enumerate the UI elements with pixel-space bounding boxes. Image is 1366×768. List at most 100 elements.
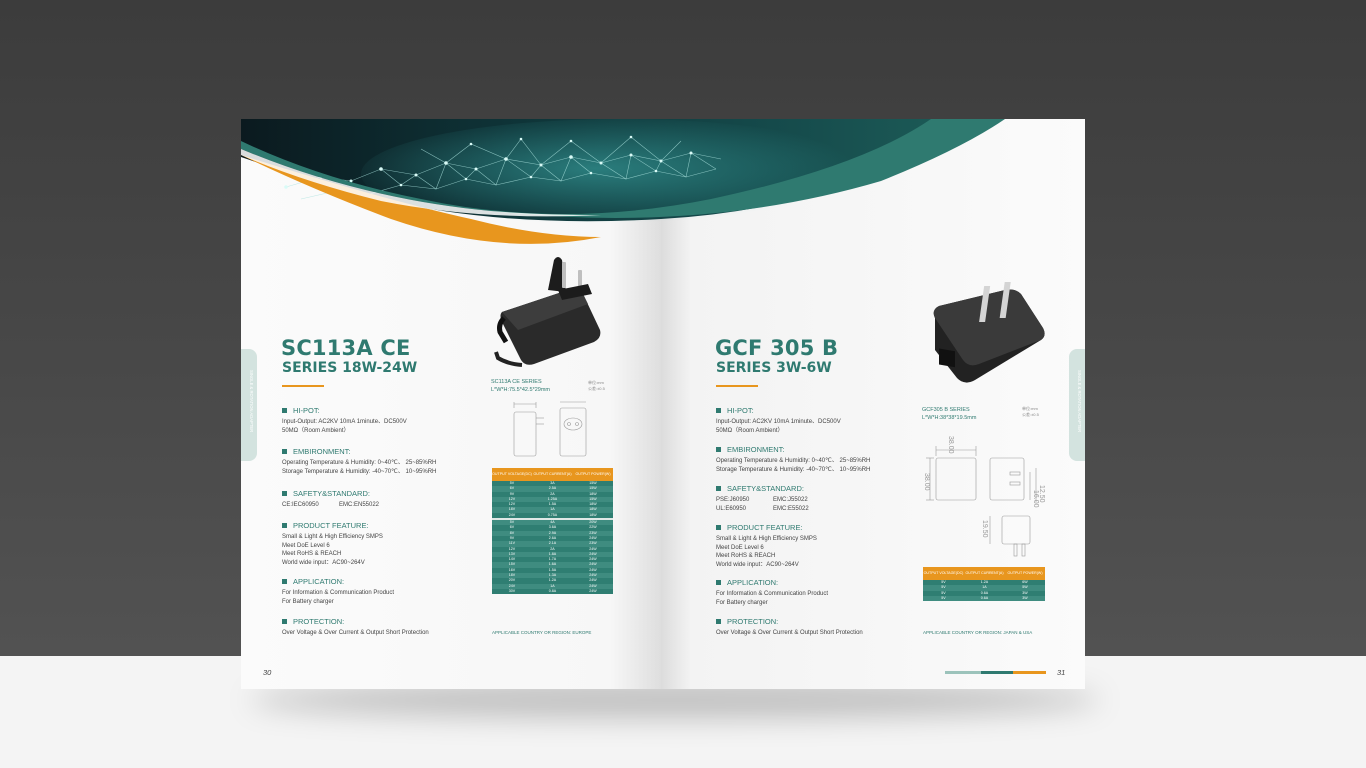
unit-note: 单位:mm: [1022, 406, 1038, 411]
table-cell: 8V: [492, 530, 532, 536]
table-cell: 2.5A: [532, 486, 573, 492]
table-cell: 3.6A: [532, 525, 573, 531]
table-cell: 3W: [1005, 595, 1045, 602]
spec-line: For Information & Communication Product: [716, 591, 829, 597]
section-heading: EMBIRONMENT:: [293, 447, 351, 456]
spec-line: Over Voltage & Over Current & Output Sho…: [716, 630, 863, 636]
us-adapter-drawing: [926, 446, 1037, 557]
standard-item: CE:IEC60950: [282, 502, 319, 508]
table-cell: 30V: [492, 588, 532, 595]
page-number: 30: [263, 668, 272, 677]
side-tab-label: SINGLE & ROTATION ADAPTER: [1077, 370, 1082, 433]
table-cell: 24W: [573, 578, 613, 584]
spec-line: Meet RoHS & REACH: [716, 553, 776, 560]
side-tab-label: SINGLE & ROTATION ADAPTER: [249, 370, 254, 433]
feature-section: PRODUCT FEATURE: Small & Light & High Ef…: [282, 521, 492, 567]
eu-adapter-drawing: [513, 401, 587, 457]
standard-item: PSE:J60950: [716, 497, 750, 503]
table-cell: 18W: [573, 491, 613, 497]
footer-bar: [1013, 671, 1046, 674]
section-heading: PROTECTION:: [293, 617, 345, 626]
dimension-label: 38.00: [923, 473, 930, 491]
table-cell: 1.25A: [532, 496, 573, 503]
table-cell: 24W: [573, 551, 613, 558]
table-cell: 1.2A: [964, 580, 1005, 586]
table-cell: 24W: [573, 583, 613, 589]
orange-swoosh: [241, 155, 601, 244]
table-cell: 12V: [492, 496, 532, 503]
table-header: OUTPUT POWER(W): [1005, 567, 1045, 580]
table-header: OUTPUT CURRENT(A): [532, 468, 573, 481]
dimension-label: 38.00: [947, 436, 954, 454]
table-cell: 9V: [492, 491, 532, 497]
table-cell: 20V: [492, 578, 532, 584]
table-cell: 15W: [573, 486, 613, 492]
standard-item: UL:E60950: [716, 505, 747, 512]
product-series-title: SERIES 18W-24W: [282, 360, 418, 376]
table-cell: 3W: [1005, 590, 1045, 596]
section-heading: PROTECTION:: [727, 617, 779, 626]
image-caption-dimensions: L*W*H:75.5*42.5*29mm: [491, 387, 551, 393]
table-cell: 12V: [492, 546, 532, 552]
table-cell: 1.7A: [532, 557, 573, 563]
spec-line: World wide input：AC90~264V: [716, 561, 799, 568]
table-cell: 5V: [492, 481, 532, 487]
footer-bar: [981, 671, 1013, 674]
table-cell: 20W: [573, 518, 613, 526]
hipot-section: HI-POT: Input-Output: AC2KV 10mA 1minute…: [716, 406, 926, 435]
table-cell: 0.75A: [532, 512, 573, 520]
table-cell: 1.3A: [532, 573, 573, 579]
image-caption-title: SC113A CE SERIES: [491, 379, 542, 385]
table-cell: 15W: [573, 481, 613, 487]
protection-section: PROTECTION: Over Voltage & Over Current …: [716, 617, 926, 638]
table-cell: 2.9A: [532, 530, 573, 536]
spec-line: Storage Temperature & Humidity: -40~70℃、…: [716, 466, 871, 473]
spec-line: Over Voltage & Over Current & Output Sho…: [282, 630, 429, 636]
section-heading: HI-POT:: [293, 406, 320, 415]
unit-note: 单位:mm: [588, 380, 604, 385]
table-header: OUTPUT CURRENT(A): [964, 567, 1005, 580]
table-cell: 4A: [532, 518, 573, 526]
table-cell: 22W: [573, 525, 613, 531]
table-cell: 0.6A: [964, 590, 1005, 596]
table-cell: 1.6A: [532, 562, 573, 568]
section-heading: APPLICATION:: [293, 577, 345, 586]
spec-line: Operating Temperature & Humidity: 0~40℃、…: [282, 460, 437, 466]
spec-line: Meet DoE Level 6: [282, 542, 330, 549]
spec-line: Small & Light & High Efficiency SMPS: [716, 536, 817, 542]
table-cell: 15V: [492, 562, 532, 568]
table-cell: 14V: [492, 557, 532, 563]
table-cell: 0.6A: [964, 595, 1005, 602]
spec-line: Small & Light & High Efficiency SMPS: [282, 534, 383, 540]
applicable-region: APPLICABLE COUNTRY OR REGION: JAPAN & US…: [923, 630, 1033, 635]
table-cell: 1.2A: [532, 578, 573, 584]
table-cell: 3A: [532, 481, 573, 487]
table-cell: 24V: [492, 512, 532, 520]
table-header: OUTPUT VOLTAGE(DC): [492, 468, 532, 481]
left-side-tab: [241, 349, 257, 461]
page-number: 31: [1057, 668, 1066, 677]
teal-swoosh: [241, 119, 1005, 218]
table-cell: 2.1A: [532, 541, 573, 547]
standard-item: EMC:E55022: [773, 505, 809, 512]
section-heading: APPLICATION:: [727, 578, 779, 587]
table-header: OUTPUT POWER(W): [573, 468, 613, 481]
feature-section: PRODUCT FEATURE: Small & Light & High Ef…: [716, 523, 926, 569]
section-heading: PRODUCT FEATURE:: [293, 521, 369, 530]
table-cell: 12V: [492, 502, 532, 508]
spec-line: World wide input：AC90~264V: [282, 559, 365, 566]
section-heading: HI-POT:: [727, 406, 754, 415]
hipot-section: HI-POT: Input-Output: AC2KV 10mA 1minute…: [282, 406, 492, 435]
table-cell: 11V: [492, 541, 532, 547]
